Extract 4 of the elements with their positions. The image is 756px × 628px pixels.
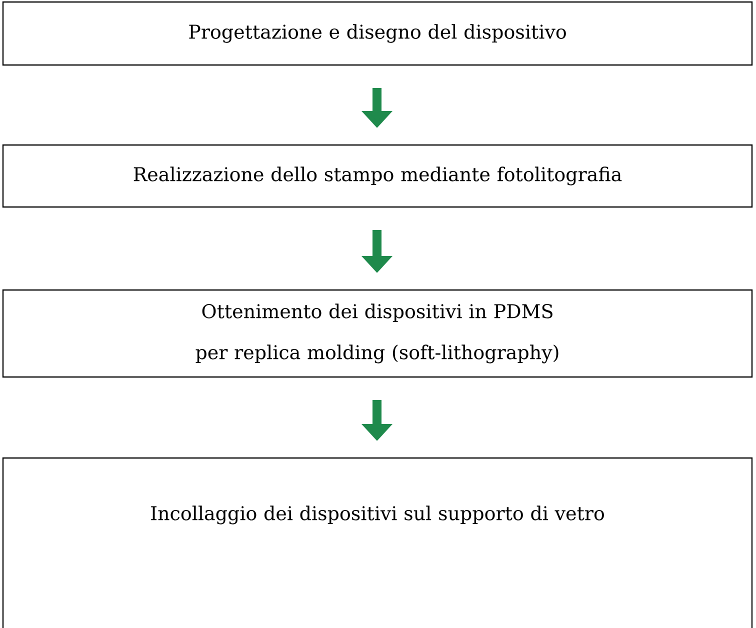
process-box: Realizzazione dello stampo mediante fotolitografia (2, 144, 753, 208)
process-box: Ottenimento dei dispositivi in PDMS per replica molding (soft-lithography) (2, 289, 753, 378)
process-box: Incollaggio dei dispositivi sul supporto di vetro (2, 457, 753, 628)
process-box: Progettazione e disegno del dispositivo (2, 1, 753, 66)
